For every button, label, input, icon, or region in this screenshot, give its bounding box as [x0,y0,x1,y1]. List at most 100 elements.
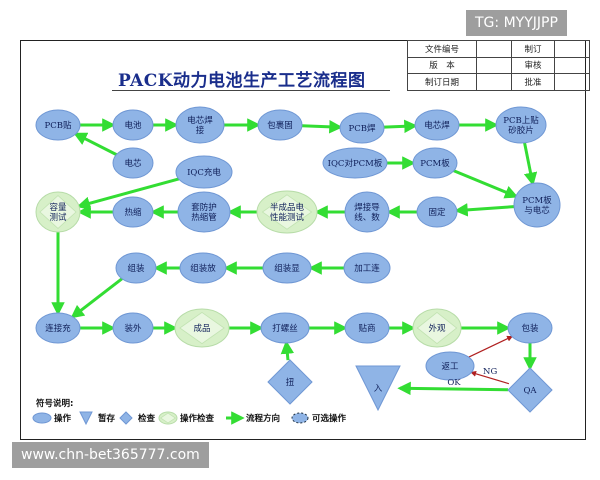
node-label: 组装放 [190,263,216,274]
flow-arrow-zuzhuang-to-lianjie_chong [70,277,123,319]
node-label: 焊接导线、数 [354,202,380,223]
flow-arrow-pcb_shangtie-to-pcm_dianxin [523,142,538,187]
node-shape [112,147,154,179]
node-label: IQC对PCM板 [328,158,383,169]
process-node-dianxin: 电芯 [112,147,154,179]
edge-label-ng: NG [483,367,497,377]
flow-arrow-pcb_han-to-dianxin_han [383,119,418,134]
node-shape [115,252,157,284]
node-shape [35,191,81,233]
process-node-daluosi: 打螺丝 [260,312,310,344]
node-shape [35,312,81,344]
node-shape [495,106,547,144]
process-node-zuzhuang-ji: 组装显 [262,252,312,284]
process-node-niu: 扭 [267,359,313,405]
node-shape [322,147,388,179]
node-label: PCM板 [420,158,450,169]
process-node-resuo: 热缩 [112,196,154,228]
process-node-pcb-shangtie: PCB上贴砂胶片 [495,106,547,144]
process-node-taofanghu: 套防护热缩管 [177,191,231,233]
legend-triangle-icon [79,411,93,426]
node-label: 返工 [441,361,459,372]
node-shape [425,351,475,381]
process-node-pcb-han: PCB焊 [339,112,385,144]
node-shape [267,359,313,405]
url-watermark-badge: www.chn-bet365777.com [12,442,209,468]
node-label: QA [523,386,537,396]
node-shape [355,365,401,412]
node-shape [416,196,458,228]
process-node-dianxin-han: 电芯焊 [414,109,460,141]
legend-item-2: 检查 [119,411,156,425]
flow-arrow-baoguan-to-pcb_han [301,120,343,134]
process-node-zuzhuang-fang: 组装放 [179,252,227,284]
flow-arrow-fangong-to-baozhuang [468,335,514,358]
process-node-lianjie-chong: 连接充 [35,312,81,344]
node-label: 打螺丝 [272,323,298,334]
process-node-pcb-tie: PCB贴 [35,109,81,141]
process-node-chengpin: 成品 [174,308,230,348]
flow-arrow-dianxin-to-pcb_tie [73,132,118,156]
flow-arrow-qa-to-fangong [470,370,510,385]
legend-ellipse-icon [32,412,52,424]
flow-arrow-qa-to-ru [397,381,509,396]
process-node-ru: 入 [355,365,401,412]
node-label: 电芯焊 [424,120,450,131]
node-label: 扭 [286,377,295,388]
node-shape [112,109,154,141]
node-shape [344,312,390,344]
node-label: 成品 [193,323,210,334]
process-node-iqc-pcm: IQC对PCM板 [322,147,388,179]
legend: 符号说明: 操作暂存检查操作检查流程方向可选操作 [32,398,347,426]
node-shape [344,191,390,233]
node-label: IQC充电 [187,167,221,178]
node-shape [112,312,154,344]
legend-item-5: 可选操作 [291,412,347,424]
legend-title: 符号说明: [35,398,73,409]
flow-arrow-iqc_chongdian-to-rongliang [76,177,180,210]
node-shape [343,252,391,284]
legend-label: 操作 [54,413,72,424]
node-label: 贴商 [358,323,375,334]
node-label: 加工连 [354,263,380,274]
node-label: 电池 [124,120,142,131]
node-label: 半成品电性能测试 [270,202,305,223]
process-node-iqc-chongdian: IQC充电 [175,155,233,189]
node-label: 组装 [127,263,145,274]
node-shape [256,190,318,234]
node-shape [174,308,230,348]
flow-arrow-pcm_ban-to-pcm_dianxin [453,169,519,199]
info-value [554,73,590,91]
process-node-dianchi: 电池 [112,109,154,141]
node-label: 包装 [521,323,539,334]
node-label: 入 [374,384,383,394]
node-label: 装外 [124,323,142,334]
info-row: 制订日期 批准 [407,73,590,91]
node-label: 容量测试 [49,202,67,223]
process-node-zhuangwai: 装外 [112,312,154,344]
info-row: 版 本 审核 [407,56,590,74]
process-node-qa: QA [507,367,553,413]
node-label: PCB贴 [45,120,72,131]
node-label: 套防护热缩管 [191,202,217,223]
telegram-watermark-badge: TG: MYYJJPP [466,10,567,36]
node-shape [177,191,231,233]
node-label: 连接充 [45,323,71,334]
node-shape [112,196,154,228]
legend-label: 暂存 [98,413,116,424]
process-node-pcm-dianxin: PCM板与电芯 [513,182,561,228]
node-shape [179,252,227,284]
document-info-table: 文件编号 制订 版 本 审核 制订日期 批准 [407,40,590,91]
process-node-tieshang: 贴商 [344,312,390,344]
node-shape [412,308,462,348]
node-shape [175,106,225,144]
node-shape [412,147,458,179]
node-shape [339,112,385,144]
process-node-jiagong-lian: 加工连 [343,252,391,284]
process-node-guding: 固定 [416,196,458,228]
flow-arrow-niu-to-daluosi [280,340,295,361]
node-label: 外观 [428,323,446,334]
process-node-pcm-ban: PCM板 [412,147,458,179]
flow-arrow-pcm_dianxin-to-guding [454,203,515,217]
